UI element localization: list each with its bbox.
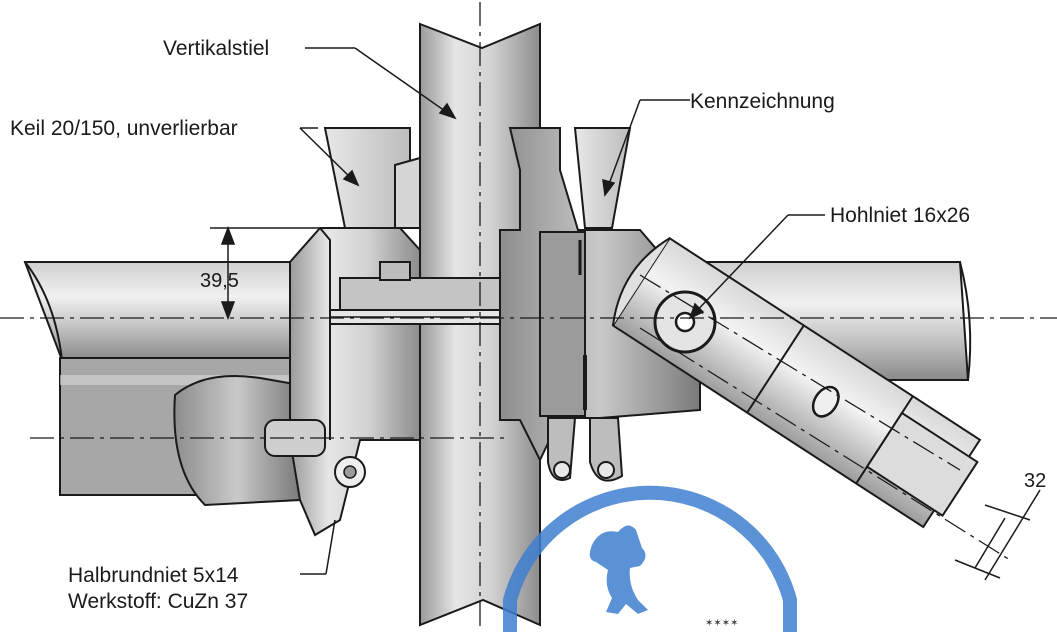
- label-wedge: Keil 20/150, unverlierbar: [10, 117, 238, 140]
- right-coupler-head: [499, 127, 701, 482]
- dimension-diameter: [954, 489, 1041, 581]
- dimension-height: [210, 225, 330, 321]
- label-material: Werkstoff: CuZn 37: [68, 590, 248, 613]
- coupling-pin: [329, 261, 541, 325]
- dimension-height-label: 39,5: [200, 270, 239, 292]
- label-marking: Kennzeichnung: [690, 90, 835, 113]
- dimension-diameter-label: 32: [1024, 470, 1046, 492]
- berlin-stamp: ✶✶✶✶: [503, 485, 797, 632]
- label-half-round-rivet: Halbrundniet 5x14: [68, 564, 239, 587]
- label-hollow-rivet: Hohlniet 16x26: [830, 204, 970, 227]
- svg-text:✶✶✶✶: ✶✶✶✶: [705, 618, 739, 629]
- leader-lines: [299, 47, 825, 575]
- left-wedge: [323, 127, 421, 229]
- label-vertical-post: Vertikalstiel: [163, 37, 269, 60]
- lower-left-tube: [59, 357, 301, 507]
- berlin-bear-icon: [589, 525, 648, 614]
